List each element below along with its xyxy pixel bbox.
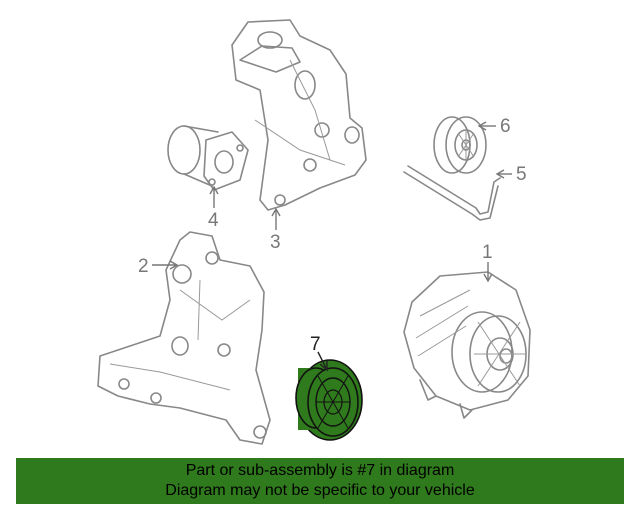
callout-4[interactable]: 4 [208,185,219,231]
part-1-alternator[interactable] [403,271,531,419]
part-7-idler-pulley-highlighted[interactable] [295,359,363,441]
part-3-upper-bracket[interactable] [231,19,367,211]
callout-7[interactable]: 7 [310,334,328,372]
svg-text:5: 5 [516,164,527,185]
callout-2[interactable]: 2 [138,256,179,277]
banner-line-disclaimer: Diagram may not be specific to your vehi… [165,482,475,499]
svg-text:2: 2 [138,256,149,277]
svg-text:4: 4 [208,210,219,231]
svg-text:6: 6 [500,116,511,137]
part-2-lower-bracket[interactable] [97,231,271,445]
parts-diagram: 1 2 3 4 5 6 7 [97,19,531,445]
callout-5[interactable]: 5 [495,164,527,185]
svg-text:3: 3 [270,232,281,253]
callout-3[interactable]: 3 [270,207,281,253]
part-6-idler-pulley[interactable] [433,116,487,174]
info-banner: Part or sub-assembly is #7 in diagram Di… [16,458,624,504]
banner-line-part: Part or sub-assembly is #7 in diagram [185,462,455,479]
part-5-rod[interactable] [403,165,501,221]
part-4-tensioner[interactable] [167,125,249,191]
svg-text:1: 1 [482,242,493,263]
svg-text:7: 7 [310,334,321,355]
callout-6[interactable]: 6 [477,116,511,137]
callout-1[interactable]: 1 [482,242,493,283]
